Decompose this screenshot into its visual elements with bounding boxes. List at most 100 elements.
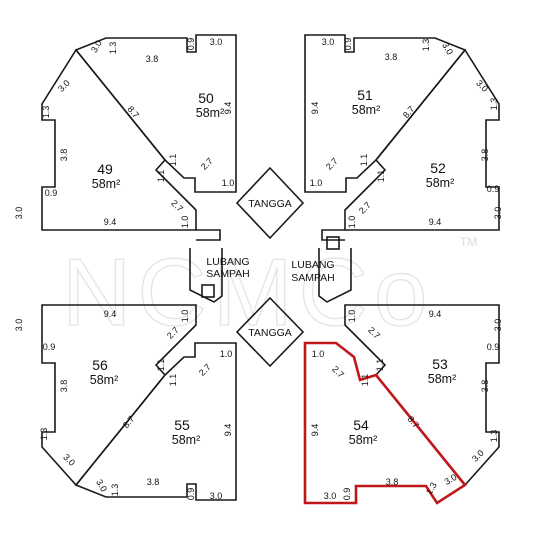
- unit-52-number: 52: [430, 160, 446, 176]
- watermark-text: NCMCo: [62, 239, 433, 346]
- dim-56-3-0-diag: 3.0: [61, 452, 77, 468]
- dim-55-1-1: 1.1: [168, 374, 178, 387]
- unit-51-label: 51 58m²: [352, 87, 380, 117]
- refuse-right-line1: LUBANG: [291, 259, 334, 271]
- dim-50-3-0: 3.0: [89, 39, 104, 55]
- stair-top-label: TANGGA: [248, 198, 292, 210]
- dim-55-9-4: 9.4: [223, 424, 233, 437]
- dim-51-1-3: 1.3: [421, 39, 431, 52]
- dim-51-0-9: 0.9: [343, 38, 353, 51]
- dim-49-3-0: 3.0: [56, 78, 72, 94]
- dim-56-1-1: 1.1: [156, 359, 166, 372]
- dim-50-1-1: 1.1: [168, 154, 178, 167]
- dim-54-9-4: 9.4: [310, 424, 320, 437]
- refuse-right-box: [326, 236, 340, 250]
- dim-51-1-0: 1.0: [310, 178, 323, 188]
- unit-54-label: 54 58m²: [349, 417, 377, 447]
- dim-54-1-0: 1.0: [312, 349, 325, 359]
- dim-51-2-7: 2.7: [324, 156, 340, 172]
- refuse-left-line1: LUBANG: [206, 256, 249, 268]
- dim-50-9-4: 9.4: [223, 102, 233, 115]
- unit-56-area: 58m²: [90, 373, 118, 387]
- dim-54-1-1: 1.1: [360, 374, 370, 387]
- dim-53-1-1: 1.1: [375, 359, 385, 372]
- dim-54-1-3: 1.3: [424, 481, 439, 497]
- dim-50-0-9: 0.9: [186, 38, 196, 51]
- unit-55-label: 55 58m²: [172, 417, 200, 447]
- dim-52-3-0-side: 3.0: [493, 207, 503, 220]
- dim-52-9-4: 9.4: [429, 217, 442, 227]
- unit-52-area: 58m²: [426, 176, 454, 190]
- dim-56-1-0: 1.0: [180, 310, 190, 323]
- dim-51-8-7: 8.7: [401, 104, 417, 120]
- dim-51-9-4: 9.4: [310, 102, 320, 115]
- unit-51-area: 58m²: [352, 103, 380, 117]
- dim-52-3-8: 3.8: [480, 149, 490, 162]
- dim-53-3-8: 3.8: [480, 380, 490, 393]
- dim-53-3-0: 3.0: [493, 319, 503, 332]
- unit-49-number: 49: [97, 161, 113, 177]
- dim-56-9-4: 9.4: [104, 309, 117, 319]
- unit-53-area: 58m²: [428, 372, 456, 386]
- watermark-tm: TM: [460, 235, 477, 249]
- watermark: NCMCo TM: [61, 235, 477, 347]
- dim-53-3-0-diag: 3.0: [470, 448, 486, 464]
- unit-55-number: 55: [174, 417, 190, 433]
- dim-53-1-0: 1.0: [347, 310, 357, 323]
- dim-55-1-0: 1.0: [220, 349, 233, 359]
- dim-54-3-8: 3.8: [386, 477, 399, 487]
- refuse-left-line2: SAMPAH: [206, 268, 250, 280]
- dim-56-3-0: 3.0: [14, 319, 24, 332]
- dim-51-top-3-0: 3.0: [322, 37, 335, 47]
- dim-50-2-7: 2.7: [199, 156, 215, 172]
- dim-53-9-4: 9.4: [429, 309, 442, 319]
- dim-52-0-9: 0.9: [487, 184, 500, 194]
- unit-53-label: 53 58m²: [428, 356, 456, 386]
- dim-51-3-0: 3.0: [440, 41, 455, 57]
- refuse-left-box: [201, 284, 215, 298]
- dim-55-0-9: 0.9: [186, 488, 196, 501]
- dim-50-top-3-0: 3.0: [210, 37, 223, 47]
- unit-54-outline: [303, 341, 467, 505]
- refuse-right-outline: [318, 229, 352, 303]
- dim-50-8-7: 8.7: [125, 104, 141, 120]
- unit-54-area: 58m²: [349, 433, 377, 447]
- unit-56-number: 56: [92, 357, 108, 373]
- dim-55-3-0-diag: 3.0: [94, 478, 109, 494]
- unit-55-area: 58m²: [172, 433, 200, 447]
- dim-54-3-0: 3.0: [324, 491, 337, 501]
- dim-49-9-4: 9.4: [104, 217, 117, 227]
- dim-52-2-7: 2.7: [357, 200, 373, 216]
- dim-49-2-7: 2.7: [169, 198, 185, 214]
- dim-49-0-9: 0.9: [45, 188, 58, 198]
- stair-bottom-label: TANGGA: [248, 327, 292, 339]
- unit-50-area: 58m²: [196, 106, 224, 120]
- unit-50-label: 50 58m²: [196, 90, 224, 120]
- refuse-right-line2: SAMPAH: [291, 272, 335, 284]
- dim-52-1-0: 1.0: [347, 216, 357, 229]
- dim-49-1-0: 1.0: [180, 216, 190, 229]
- dim-55-3-8: 3.8: [147, 477, 160, 487]
- unit-56-label: 56 58m²: [90, 357, 118, 387]
- dim-52-1-1: 1.1: [376, 170, 386, 183]
- refuse-left-outline: [189, 229, 223, 303]
- dim-49-3-0-side: 3.0: [14, 207, 24, 220]
- dim-55-3-0: 3.0: [210, 491, 223, 501]
- unit-53-number: 53: [432, 356, 448, 372]
- dim-56-3-8: 3.8: [59, 380, 69, 393]
- dim-52-3-0: 3.0: [474, 78, 490, 94]
- dim-55-2-7: 2.7: [197, 362, 213, 378]
- dim-49-1-1: 1.1: [156, 170, 166, 183]
- unit-51-outline: [304, 34, 467, 193]
- stair-bottom-outline: [235, 296, 305, 368]
- unit-50-number: 50: [198, 90, 214, 106]
- dim-54-2-7: 2.7: [330, 364, 346, 380]
- dim-54-0-9: 0.9: [342, 488, 352, 501]
- dim-55-1-3: 1.3: [110, 484, 120, 497]
- dim-51-top-3-8: 3.8: [385, 52, 398, 62]
- dim-49-3-8: 3.8: [59, 149, 69, 162]
- unit-49-area: 58m²: [92, 177, 120, 191]
- dim-50-1-3: 1.3: [108, 42, 118, 55]
- dim-50-top-3-8: 3.8: [146, 54, 159, 64]
